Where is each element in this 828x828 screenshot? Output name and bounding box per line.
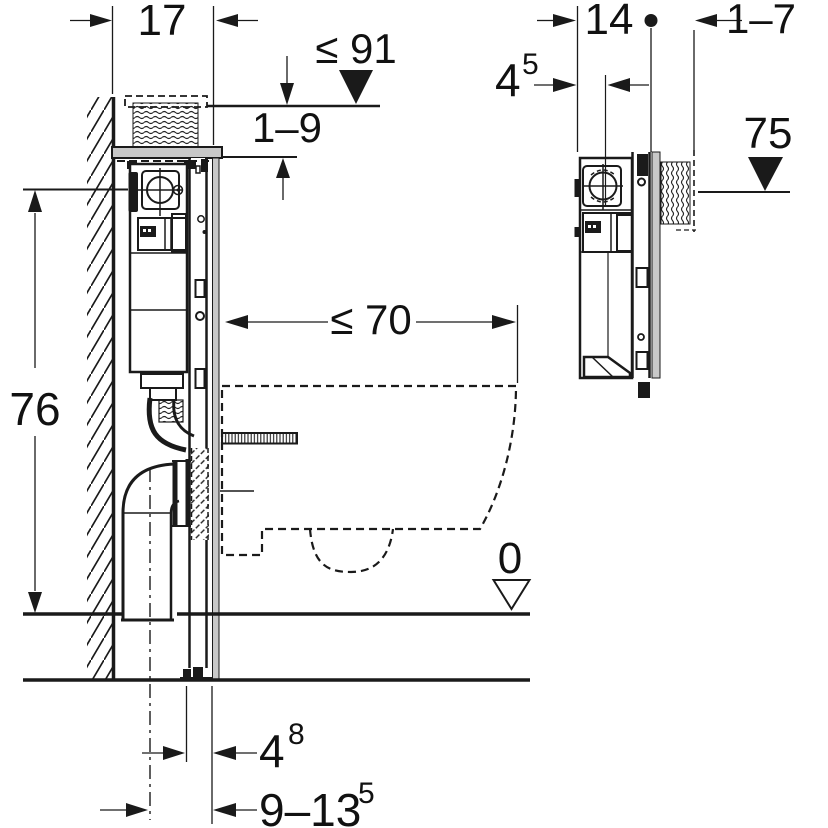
frame-top-rail xyxy=(111,146,223,159)
outlet-elbow xyxy=(121,459,191,622)
dim-wall-finish-label: 1–7 xyxy=(726,0,796,42)
dim-wall-finish xyxy=(695,14,742,27)
dim-outlet-axis-sup: 5 xyxy=(358,777,375,810)
dim-outlet-axis xyxy=(100,803,257,817)
zero-level-marker xyxy=(491,579,532,611)
dim-frame-width xyxy=(70,6,258,145)
wall-outlet-connector xyxy=(190,448,209,540)
dim-frame-width-label: 17 xyxy=(138,0,187,45)
dim-frame-depth-label: 14 xyxy=(585,0,634,44)
dim-outlet-front-sup: 8 xyxy=(288,718,305,751)
side-frame-rail xyxy=(631,151,661,398)
flush-pipe xyxy=(140,373,195,453)
cistern xyxy=(117,160,211,374)
dim-outlet-front-label: 4 xyxy=(259,725,285,777)
dim-finish-thickness-label: 1–9 xyxy=(252,104,322,151)
wall-finish-plane-dashed xyxy=(676,30,696,232)
dim-pipe-offset-sup: 5 xyxy=(522,48,539,81)
dim-max-top-height xyxy=(207,56,380,108)
dim-max-top-height-label: ≤ 91 xyxy=(315,25,396,72)
flush-valve xyxy=(137,213,187,253)
front-view xyxy=(23,6,532,824)
top-threaded-rod-block xyxy=(132,102,199,148)
dim-bowl-depth-label: ≤ 70 xyxy=(330,296,411,343)
side-cistern xyxy=(574,156,634,380)
threaded-rod xyxy=(221,432,298,445)
dim-supply-height xyxy=(23,188,128,613)
dim-pipe-offset-label: 4 xyxy=(495,54,521,106)
dim-pipe-offset xyxy=(534,75,649,205)
mounting-frame xyxy=(180,157,220,681)
dim-level-height-label: 75 xyxy=(744,109,793,158)
dim-outlet-axis-label: 9–13 xyxy=(259,784,361,828)
floor-lines xyxy=(23,612,530,682)
floor-level-label: 0 xyxy=(498,534,522,583)
side-threaded-rod-block xyxy=(660,161,691,225)
dim-frame-depth xyxy=(537,6,658,152)
wall-hatch xyxy=(87,97,116,680)
dim-finish-thickness xyxy=(222,156,297,200)
dim-outlet-front xyxy=(142,686,257,824)
toilet-bowl-outline xyxy=(220,384,518,574)
dim-level-height xyxy=(698,157,790,193)
dim-bowl-depth xyxy=(225,305,519,383)
side-view xyxy=(534,6,790,398)
dim-supply-height-label: 76 xyxy=(9,383,60,435)
